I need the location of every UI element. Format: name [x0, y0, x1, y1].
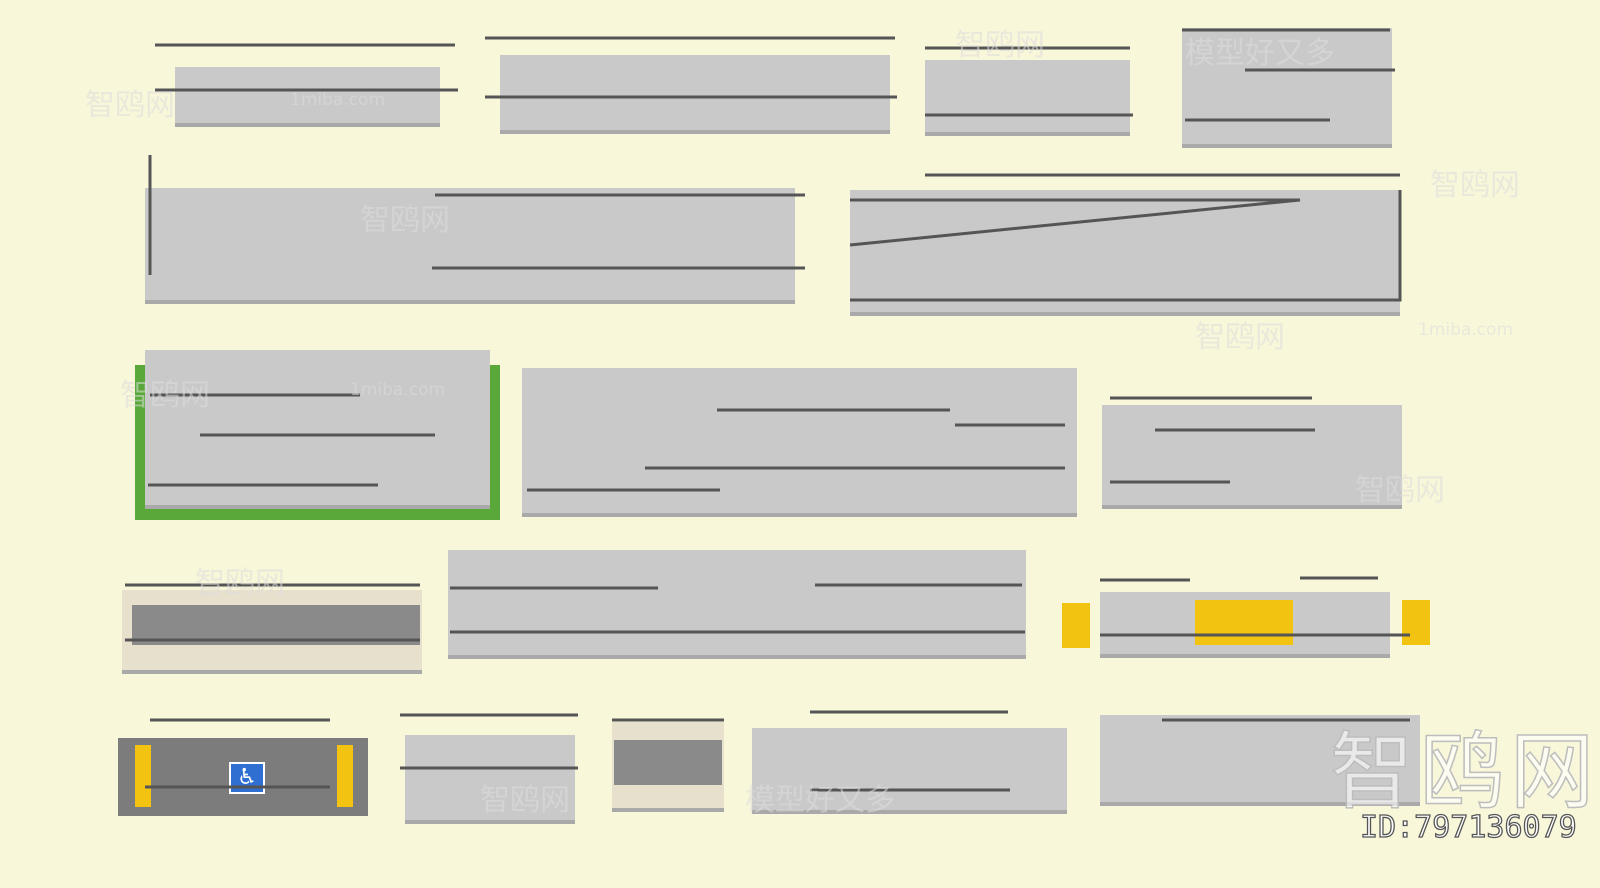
ramp-model	[145, 188, 795, 304]
watermark: 智鸥网	[1430, 168, 1520, 203]
site-logo-watermark: 智鸥网	[1329, 722, 1600, 822]
tactile-paving	[1195, 600, 1293, 645]
ramp-model	[500, 55, 890, 134]
ramp-model	[448, 550, 1026, 659]
watermark: 1miba.com	[290, 90, 386, 110]
ramp-model	[405, 735, 575, 824]
ramp-surface	[614, 740, 722, 785]
watermark: 模型好又多	[1185, 36, 1335, 71]
watermark: 1miba.com	[1418, 320, 1514, 340]
watermark: 智鸥网	[480, 783, 570, 818]
ramp-model	[522, 368, 1077, 517]
watermark: 智鸥网	[195, 566, 285, 601]
ramp-model	[145, 350, 490, 509]
tactile-paving	[1402, 600, 1430, 645]
wheelchair-accessibility-icon: ♿	[229, 762, 265, 794]
ramp-model	[925, 60, 1130, 136]
watermark: 智鸥网	[85, 88, 175, 123]
watermark: 智鸥网	[120, 378, 210, 413]
ramp-model	[850, 190, 1400, 316]
ramp-model	[175, 67, 440, 127]
watermark: 智鸥网	[1355, 473, 1445, 508]
ramp-model	[1182, 28, 1392, 148]
watermark: 智鸥网	[1195, 320, 1285, 355]
ramp-model	[1100, 715, 1420, 806]
ramp-model	[1102, 405, 1402, 509]
ramp-surface	[132, 605, 420, 645]
tactile-paving	[1062, 603, 1090, 648]
ramp-model	[752, 728, 1067, 814]
watermark: 智鸥网	[955, 28, 1045, 63]
watermark: 模型好又多	[745, 783, 895, 818]
tactile-paving	[135, 745, 151, 807]
watermark: 1miba.com	[350, 380, 446, 400]
tactile-paving	[337, 745, 353, 807]
model-id: ID:797136079	[1359, 809, 1577, 845]
watermark: 智鸥网	[360, 203, 450, 238]
